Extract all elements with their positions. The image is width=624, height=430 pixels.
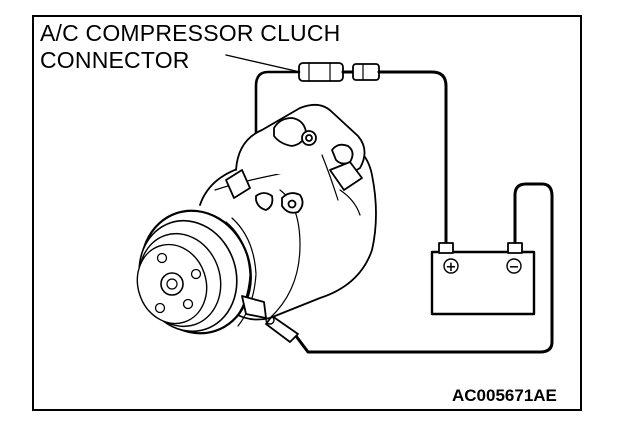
positive-symbol: + [446, 260, 457, 275]
callout-line-1: A/C COMPRESSOR CLUCH [40, 20, 341, 46]
callout-line-2: CONNECTOR [40, 47, 190, 73]
clutch-wire-to-compressor [254, 70, 301, 182]
clutch-connector [298, 62, 380, 82]
callout-leader-line [225, 54, 301, 73]
jumper-wire-positive [377, 70, 448, 246]
negative-symbol: − [509, 260, 520, 275]
ac-compressor-drawing [136, 103, 377, 335]
connector-callout-label: A/C COMPRESSOR CLUCH CONNECTOR [40, 20, 340, 74]
figure-id-label: AC005671AE [452, 386, 557, 405]
negative-terminal-icon [506, 258, 522, 274]
ground-clip [265, 315, 299, 343]
jumper-wire-negative [294, 182, 554, 354]
positive-terminal-icon [443, 258, 459, 274]
battery-icon [430, 242, 536, 316]
